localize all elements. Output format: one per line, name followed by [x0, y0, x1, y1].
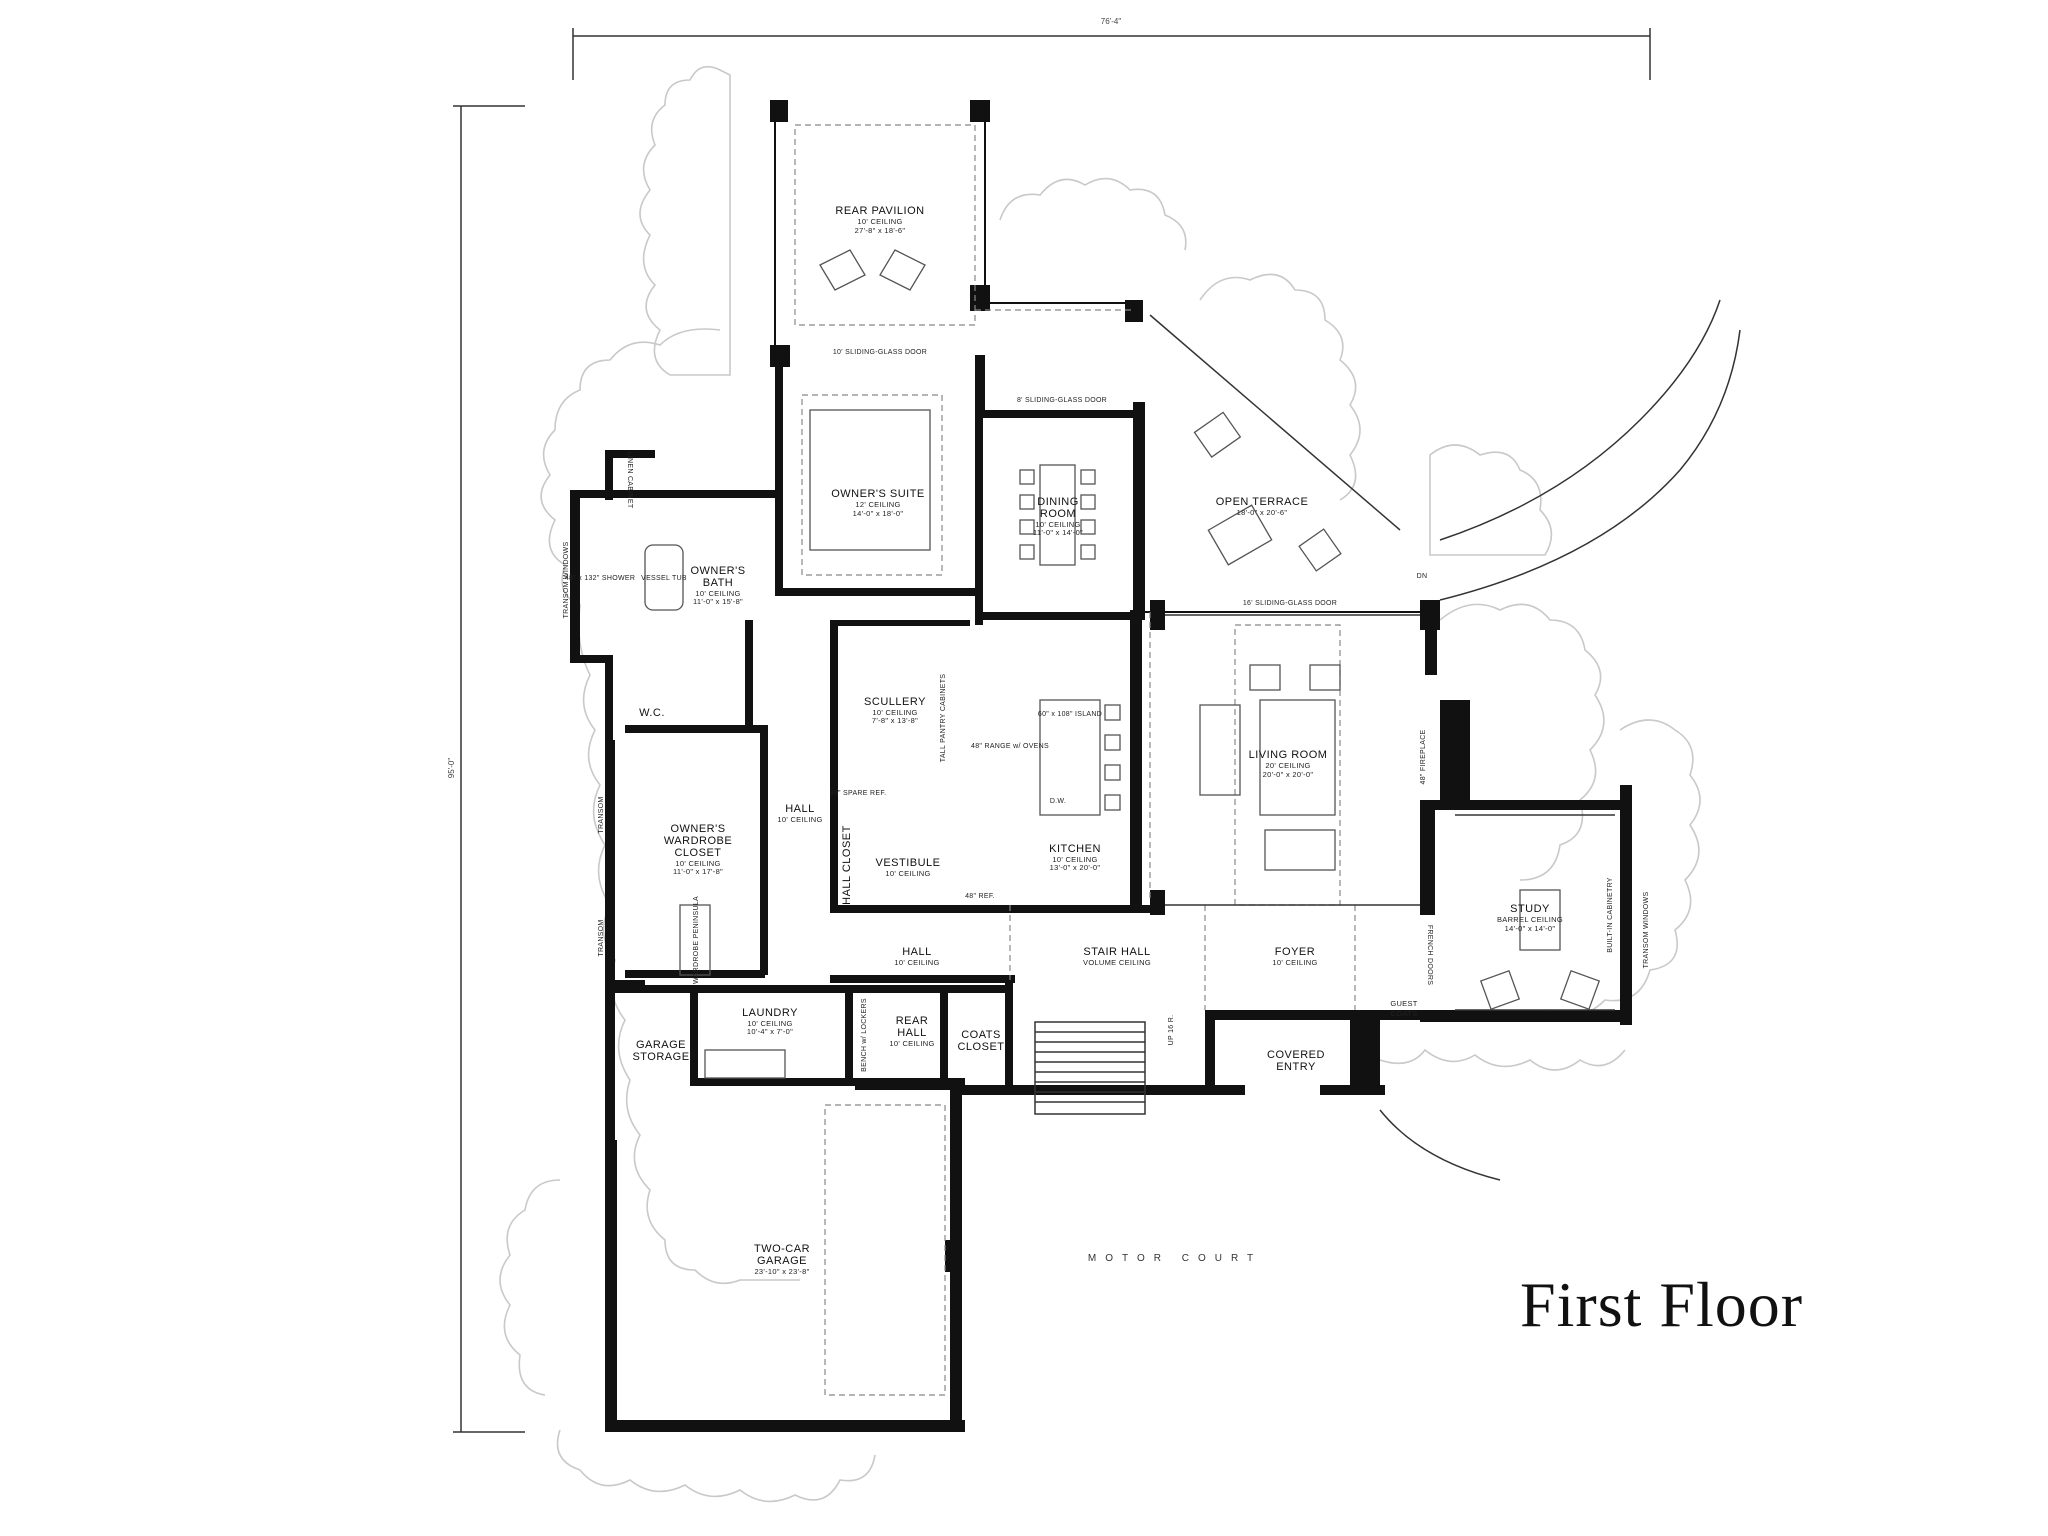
note-vessel-tub: VESSEL TUB [641, 575, 687, 582]
note-dw: D.W. [1050, 798, 1066, 805]
walls [570, 100, 1632, 1432]
room-hall-lower-ceiling: 10' CEILING [894, 958, 939, 967]
note-island: 60" x 108" ISLAND [1038, 711, 1102, 718]
room-wc: W.C. [639, 707, 665, 719]
note-sub-ref: 36" SPARE REF. [830, 790, 887, 797]
room-vestibule: VESTIBULE [875, 857, 940, 869]
room-laundry-size: 10'-4" x 7'-0" [747, 1027, 793, 1036]
note-transom-windows-left: TRANSOM WINDOWS [563, 542, 570, 619]
room-living-ceiling: 20' CEILING [1265, 761, 1310, 770]
ceiling-outlines [794, 124, 1615, 1396]
note-french-doors: FRENCH DOORS [1426, 925, 1433, 985]
room-foyer-ceiling: 10' CEILING [1272, 958, 1317, 967]
room-garage-size: 23'-10" x 23'-8" [754, 1267, 809, 1276]
note-transom-windows-right: TRANSOM WINDOWS [1643, 892, 1650, 969]
room-study-ceiling: BARREL CEILING [1497, 915, 1563, 924]
room-owners-bath-size: 11'-0" x 15'-8" [693, 597, 743, 606]
room-scullery-size: 7'-8" x 13'-8" [872, 716, 918, 725]
room-guest-coats-2: COATS [1391, 1009, 1418, 1018]
motor-court-label: MOTOR COURT [1088, 1253, 1262, 1264]
room-dining-ceiling: 10' CEILING [1035, 520, 1080, 529]
room-dining-size: 11'-0" x 14'-0" [1033, 528, 1083, 537]
room-study-size: 14'-0" x 14'-0" [1505, 924, 1556, 933]
room-kitchen: KITCHEN [1049, 843, 1101, 855]
note-transom-2: TRANSOM [598, 919, 605, 956]
furniture [644, 249, 1601, 1115]
note-ref-48: 48" REF. [965, 893, 995, 900]
plan-title: First Floor [1520, 1269, 1804, 1340]
room-hall-lower: HALL [902, 946, 932, 958]
width-dimension: 76'-4" [1101, 17, 1122, 26]
room-stair-hall: STAIR HALL [1083, 946, 1150, 958]
note-door-16: 16' SLIDING-GLASS DOOR [1243, 600, 1337, 607]
note-range: 48" RANGE w/ OVENS [971, 743, 1049, 750]
note-tall-pantry: TALL PANTRY CABINETS [940, 674, 947, 762]
room-owners-suite: OWNER'S SUITE [831, 488, 925, 500]
note-linen: LINEN CABINET [626, 452, 633, 509]
room-living: LIVING ROOM [1249, 749, 1328, 761]
room-owners-bath-1: OWNER'S [690, 565, 745, 577]
room-closet-ceiling: 10' CEILING [675, 859, 720, 868]
stair-treads [1034, 1021, 1146, 1115]
depth-dimension: 95'-0" [447, 758, 456, 779]
note-up: UP 16 R. [1168, 1015, 1175, 1046]
note-dn: DN [1417, 573, 1428, 580]
room-labels: REAR PAVILION 10' CEILING 27'-8" x 18'-6… [632, 205, 1563, 1276]
room-owners-bath-2: BATH [703, 577, 734, 589]
site-curves [1149, 299, 1741, 1181]
room-garage-storage-2: STORAGE [632, 1051, 689, 1063]
room-closet-size: 11'-0" x 17'-8" [673, 867, 723, 876]
room-rear-hall-2: HALL [897, 1027, 927, 1039]
room-hall-closet: HALL CLOSET [841, 825, 853, 905]
note-bench: BENCH w/ LOCKERS [861, 998, 868, 1072]
note-wardrobe-peninsula: WARDROBE PENINSULA [693, 896, 700, 984]
room-hall-center: HALL [785, 803, 815, 815]
note-door-8: 8' SLIDING-GLASS DOOR [1017, 397, 1107, 404]
room-scullery-ceiling: 10' CEILING [872, 708, 917, 717]
room-scullery: SCULLERY [864, 696, 926, 708]
room-living-size: 20'-0" x 20'-0" [1263, 770, 1314, 779]
room-owners-suite-ceiling: 12' CEILING [855, 500, 900, 509]
room-rear-pavilion-ceiling: 10' CEILING [857, 217, 902, 226]
room-owners-suite-size: 14'-0" x 18'-0" [853, 509, 904, 518]
room-covered-entry-1: COVERED [1267, 1049, 1325, 1061]
room-coats-closet-1: COATS [961, 1029, 1001, 1041]
room-rear-pavilion-size: 27'-8" x 18'-6" [855, 226, 906, 235]
note-builtin: BUILT-IN CABINETRY [1607, 877, 1614, 953]
note-fireplace: 48" FIREPLACE [1420, 729, 1427, 784]
room-dining-1: DINING [1037, 496, 1079, 508]
room-open-terrace-size: 18'-0" x 20'-6" [1237, 508, 1288, 517]
room-kitchen-size: 13'-0" x 20'-0" [1050, 863, 1101, 872]
note-shower: 48" x 132" SHOWER [565, 575, 635, 582]
room-coats-closet-2: CLOSET [957, 1041, 1004, 1053]
plan-notes: 10' SLIDING-GLASS DOOR 8' SLIDING-GLASS … [563, 349, 1650, 1072]
room-closet-2: WARDROBE [664, 835, 732, 847]
room-laundry-ceiling: 10' CEILING [747, 1019, 792, 1028]
room-open-terrace: OPEN TERRACE [1216, 496, 1309, 508]
note-transom-1: TRANSOM [598, 796, 605, 833]
room-garage-2: GARAGE [757, 1255, 807, 1267]
room-laundry: LAUNDRY [742, 1007, 798, 1019]
room-closet-1: OWNER'S [670, 823, 725, 835]
room-garage-1: TWO-CAR [754, 1243, 810, 1255]
room-stair-hall-ceiling: VOLUME CEILING [1083, 958, 1151, 967]
room-rear-hall-1: REAR [896, 1015, 929, 1027]
room-owners-bath-ceiling: 10' CEILING [695, 589, 740, 598]
room-foyer: FOYER [1275, 946, 1315, 958]
room-vestibule-ceiling: 10' CEILING [885, 869, 930, 878]
room-rear-pavilion: REAR PAVILION [835, 205, 924, 217]
room-kitchen-ceiling: 10' CEILING [1052, 855, 1097, 864]
landscaping [499, 65, 1701, 1503]
dimension-lines [453, 28, 1651, 1433]
room-dining-2: ROOM [1040, 508, 1076, 520]
room-guest-coats-1: GUEST [1390, 999, 1417, 1008]
room-closet-3: CLOSET [674, 847, 721, 859]
room-covered-entry-2: ENTRY [1276, 1061, 1316, 1073]
room-garage-storage-1: GARAGE [636, 1039, 686, 1051]
room-study: STUDY [1510, 903, 1550, 915]
room-rear-hall-ceiling: 10' CEILING [889, 1039, 934, 1048]
note-door-10: 10' SLIDING-GLASS DOOR [833, 349, 927, 356]
room-hall-center-ceiling: 10' CEILING [777, 815, 822, 824]
